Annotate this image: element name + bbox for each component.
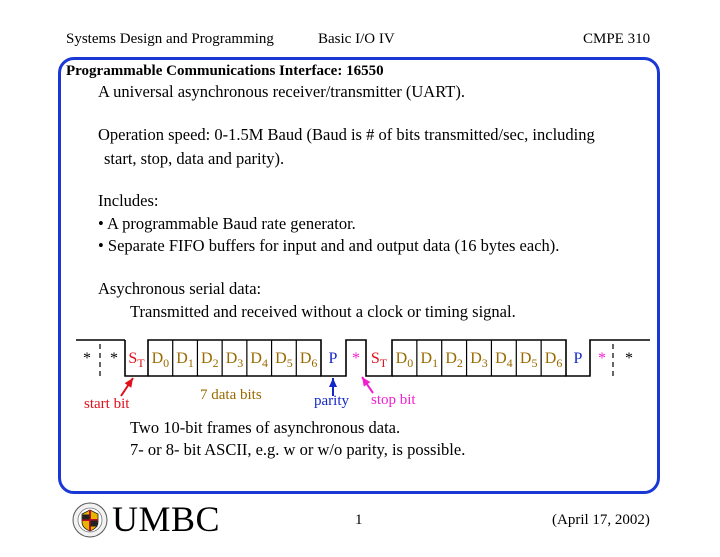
data-bit-label: D3	[470, 350, 488, 370]
data-bit-label: D4	[250, 350, 268, 370]
stop-bit-label: *	[598, 350, 606, 367]
parity-caption: parity	[314, 393, 349, 409]
data-bit-label: D1	[421, 350, 439, 370]
bullet-baud-generator: • A programmable Baud rate generator.	[98, 214, 356, 233]
data-bit-label: D0	[152, 350, 170, 370]
start-bit-label: ST	[128, 350, 145, 370]
note-ascii: 7- or 8- bit ASCII, e.g. w or w/o parity…	[130, 440, 466, 459]
data-bits-caption: 7 data bits	[200, 387, 262, 403]
includes-heading: Includes:	[98, 191, 159, 210]
data-bit-label: D6	[545, 350, 563, 370]
header-course-code: CMPE 310	[583, 31, 651, 47]
waveform-top	[124, 339, 612, 377]
idle-mark-left-2: *	[110, 350, 118, 367]
data-bit-label: D2	[445, 350, 463, 370]
idle-mark-right: *	[625, 350, 633, 367]
data-bit-label: D3	[226, 350, 244, 370]
bullet-fifo-buffers: • Separate FIFO buffers for input and an…	[98, 236, 560, 255]
parity-bit-label: P	[329, 350, 338, 367]
stop-bit-caption: stop bit	[371, 392, 416, 408]
speed-line-2: start, stop, data and parity).	[104, 149, 285, 168]
header-topic: Basic I/O IV	[318, 31, 395, 47]
stop-bit-arrow-head	[362, 377, 371, 387]
stop-bit-label: *	[352, 350, 360, 367]
async-description: Transmitted and received without a clock…	[130, 302, 516, 321]
parity-arrow-head	[329, 378, 337, 387]
footer-date: (April 17, 2002)	[552, 512, 650, 528]
data-bit-label: D2	[201, 350, 219, 370]
data-bit-label: D0	[396, 350, 414, 370]
note-two-frames: Two 10-bit frames of asynchronous data.	[130, 418, 401, 437]
data-bit-label: D5	[275, 350, 293, 370]
slide-title: Programmable Communications Interface: 1…	[66, 63, 384, 79]
slide-frame	[58, 57, 660, 494]
start-bit-caption: start bit	[84, 396, 130, 412]
idle-mark-left: *	[83, 350, 91, 367]
async-heading: Asychronous serial data:	[98, 279, 262, 298]
data-bit-label: D4	[495, 350, 513, 370]
data-bit-label: D1	[176, 350, 194, 370]
header-course: Systems Design and Programming	[66, 31, 274, 47]
page-number: 1	[355, 512, 363, 528]
umbc-logo: UMBC	[112, 499, 221, 539]
data-bit-label: D5	[520, 350, 538, 370]
parity-bit-label: P	[574, 350, 583, 367]
uart-description: A universal asynchronous receiver/transm…	[98, 82, 465, 101]
data-bit-label: D6	[300, 350, 318, 370]
start-bit-label: ST	[371, 350, 388, 370]
speed-line-1: Operation speed: 0-1.5M Baud (Baud is # …	[98, 125, 595, 144]
umbc-seal-icon	[72, 502, 108, 538]
start-bit-arrow-head	[124, 378, 133, 388]
